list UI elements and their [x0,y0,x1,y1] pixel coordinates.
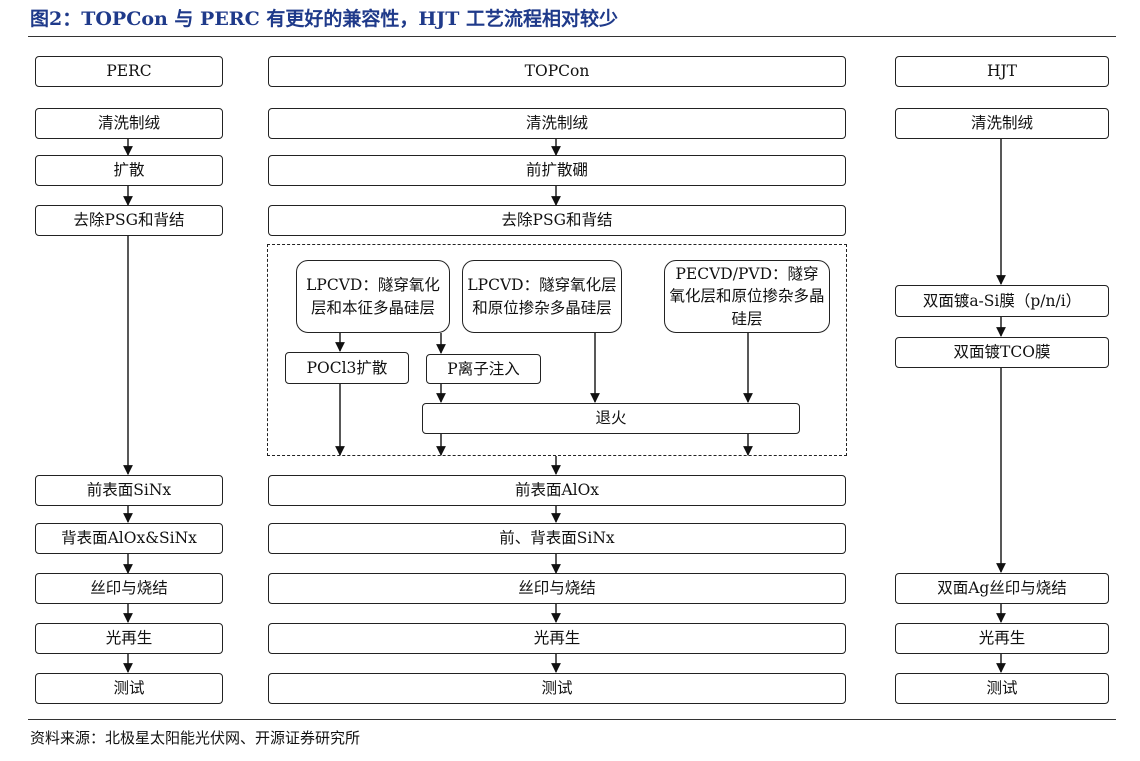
topcon-step-testing: 测试 [268,673,846,704]
bottom-rule [28,719,1116,720]
topcon-route-lpcvd-intrinsic: LPCVD：隧穿氧化层和本征多晶硅层 [296,260,450,333]
perc-step-texturing: 清洗制绒 [35,108,223,139]
figure-title: 图2：TOPCon 与 PERC 有更好的兼容性，HJT 工艺流程相对较少 [30,8,619,30]
hjt-step-light-regeneration: 光再生 [895,623,1109,654]
topcon-step-front-rear-sinx: 前、背表面SiNx [268,523,846,554]
topcon-step-boron-diffusion: 前扩散硼 [268,155,846,186]
hjt-step-ag-print-firing: 双面Ag丝印与烧结 [895,573,1109,604]
topcon-step-print-firing: 丝印与烧结 [268,573,846,604]
perc-step-print-firing: 丝印与烧结 [35,573,223,604]
topcon-step-front-alox: 前表面AlOx [268,475,846,506]
perc-step-rear-alox-sinx: 背表面AlOx&SiNx [35,523,223,554]
tunnel-oxide-region [267,244,847,456]
source-note: 资料来源：北极星太阳能光伏网、开源证券研究所 [30,729,361,747]
hjt-step-asi-deposition: 双面镀a-Si膜（p/n/i） [895,285,1109,317]
topcon-header: TOPCon [268,56,846,87]
topcon-step-texturing: 清洗制绒 [268,108,846,139]
top-rule [28,36,1116,37]
perc-step-diffusion: 扩散 [35,155,223,186]
hjt-step-testing: 测试 [895,673,1109,704]
topcon-step-p-implant: P离子注入 [426,354,541,384]
topcon-route-pecvd-pvd: PECVD/PVD：隧穿氧化层和原位掺杂多晶硅层 [664,260,830,333]
hjt-step-texturing: 清洗制绒 [895,108,1109,139]
topcon-step-light-regeneration: 光再生 [268,623,846,654]
perc-step-front-sinx: 前表面SiNx [35,475,223,506]
hjt-step-tco-deposition: 双面镀TCO膜 [895,337,1109,368]
topcon-step-psg-removal: 去除PSG和背结 [268,205,846,236]
topcon-route-lpcvd-insitu: LPCVD：隧穿氧化层和原位掺杂多晶硅层 [462,260,622,333]
hjt-header: HJT [895,56,1109,87]
perc-header: PERC [35,56,223,87]
topcon-step-anneal: 退火 [422,403,800,434]
topcon-step-pocl3-diffusion: POCl3扩散 [285,352,409,384]
perc-step-light-regeneration: 光再生 [35,623,223,654]
perc-step-psg-removal: 去除PSG和背结 [35,205,223,236]
perc-step-testing: 测试 [35,673,223,704]
